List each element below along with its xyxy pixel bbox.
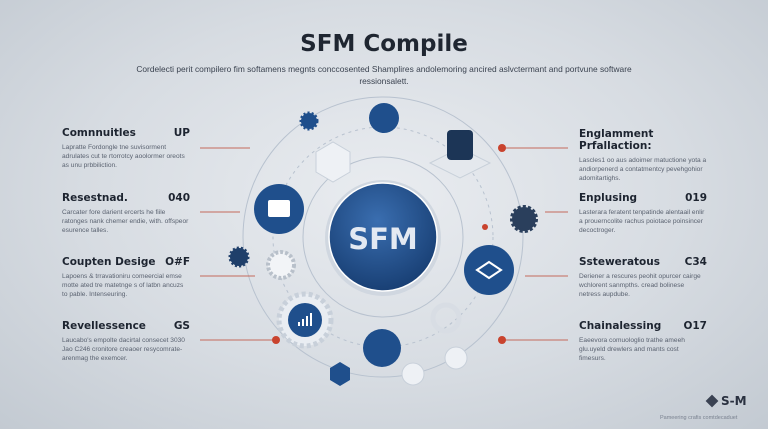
- small-gear-icon: [299, 111, 319, 131]
- block-title: Revellessence: [62, 320, 146, 332]
- block-code: O#F: [165, 256, 190, 268]
- white-gear-icon: [430, 302, 462, 334]
- sfm-center-label: SFM: [348, 222, 418, 256]
- workflow-hexagon-icon: [315, 141, 351, 183]
- block-text: Lasterara feratent tenpatinde alentaail …: [579, 209, 705, 234]
- block-title: Enplusing: [579, 192, 638, 204]
- block-text: Eaeevora comuologlio trathe ameeh glu.uy…: [579, 337, 685, 362]
- block-text: Lapoens & trravationiru comeercial emse …: [62, 273, 184, 298]
- info-block-chainalessing: Chainalessing O17 Eaeevora comuologlio tr…: [579, 320, 707, 363]
- network-icon: [369, 103, 399, 133]
- dark-gear-icon: [510, 205, 538, 233]
- footer-tagline: Pameering crafis comtdecaduet: [660, 415, 738, 421]
- cube-logo-icon: [705, 394, 719, 408]
- brain-icon: [363, 329, 401, 367]
- block-code: GS: [173, 320, 190, 332]
- block-code: 040: [168, 192, 190, 204]
- block-code: 019: [685, 192, 707, 204]
- block-text: Carcater fore darient ercerts he fiile r…: [62, 209, 189, 234]
- orbit-rings: [242, 96, 524, 378]
- block-text: Lapratte Fordongle tne suvisorment adrul…: [62, 144, 185, 169]
- page-subtitle: Cordelecti perit compilero fim softamens…: [136, 64, 632, 86]
- block-text: Deriener a rescures peohit opurcer cairg…: [579, 273, 701, 298]
- info-block-englamment: Englamment Prfallaction: Lascles1 oo aus…: [579, 128, 707, 183]
- block-text: Laucabo's empolte dacirtal consecet 3030…: [62, 337, 185, 362]
- pie-chart-icon: [401, 362, 425, 386]
- info-block-coupten-desige: Coupten Desige O#F Lapoens & trravationir…: [62, 256, 190, 299]
- connector-dots: [272, 144, 506, 344]
- block-title: Comnnuitles: [62, 127, 136, 139]
- logo-text: S-M: [721, 394, 747, 408]
- puzzle-gear-icon: [228, 246, 250, 268]
- layers-icon: [464, 245, 514, 295]
- search-hexagon-icon: [330, 362, 350, 386]
- block-title: Ssteweratous: [579, 256, 660, 268]
- info-block-communities: Comnnuitles UP Lapratte Fordongle tne suv…: [62, 127, 190, 170]
- block-text: Lascles1 oo aus adoimer matuctione yota …: [579, 157, 707, 182]
- block-title: Coupten Desige: [62, 256, 156, 268]
- info-block-revellessence: Revellessence GS Laucabo's empolte dacirt…: [62, 320, 190, 363]
- block-code: UP: [173, 127, 190, 139]
- block-code: O17: [683, 320, 707, 332]
- page-title: SFM Compile: [300, 31, 468, 57]
- info-block-ssteweratous: Ssteweratous C34 Deriener a rescures peoh…: [579, 256, 707, 299]
- connector-lines: [200, 147, 568, 341]
- info-block-enplusing: Enplusing 019 Lasterara feratent tenpatin…: [579, 192, 707, 235]
- info-block-resestnad: Resestnad. 040 Carcater fore darient erce…: [62, 192, 190, 235]
- block-title: Resestnad.: [62, 192, 128, 204]
- block-title: Chainalessing: [579, 320, 662, 332]
- block-code: C34: [684, 256, 707, 268]
- block-title: Englamment Prfallaction:: [579, 128, 654, 152]
- gear-icon: [266, 250, 296, 280]
- brand-logo: S-M: [705, 394, 747, 408]
- database-icon: [444, 346, 468, 370]
